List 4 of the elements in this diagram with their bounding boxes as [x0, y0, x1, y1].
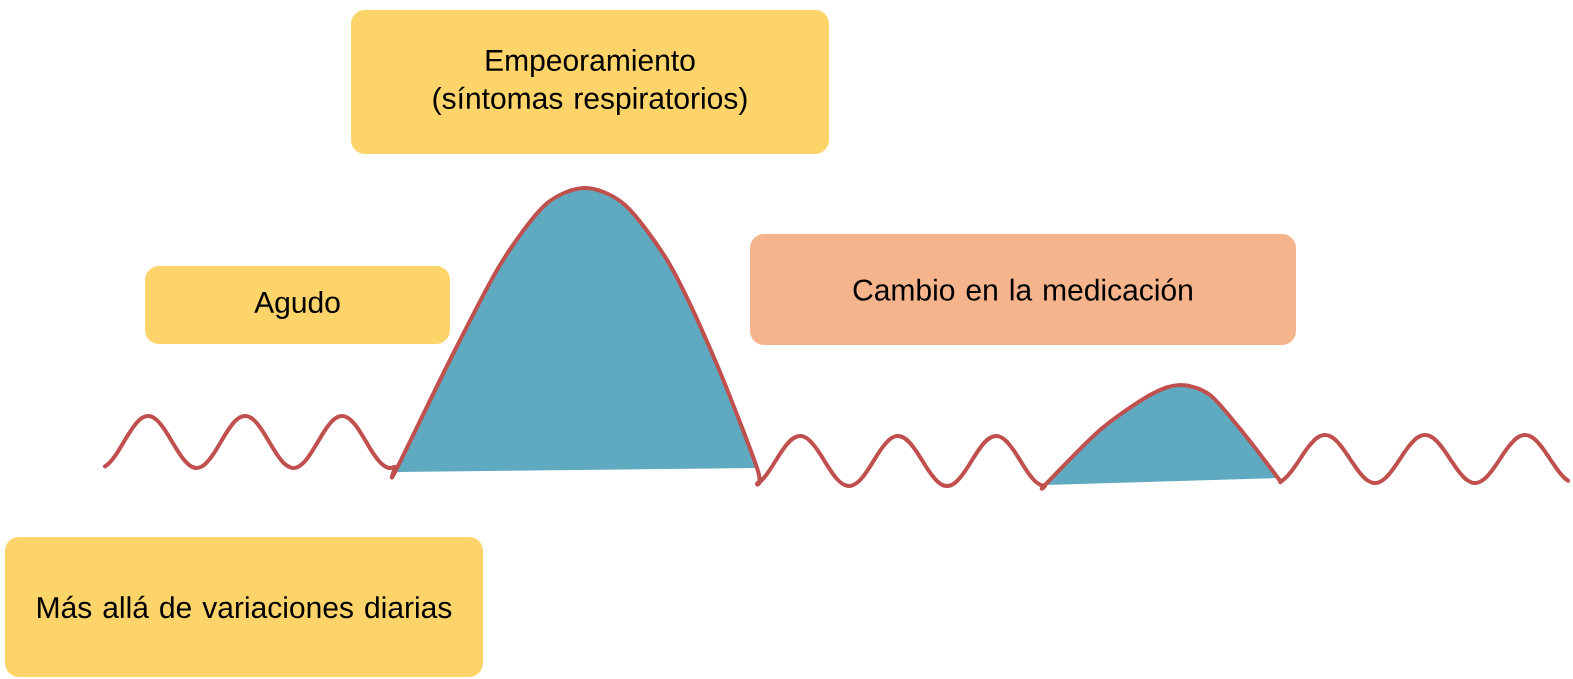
- text-box: Empeoramiento (síntomas respiratorios): [351, 10, 829, 154]
- text-box: Cambio en la medicación: [750, 234, 1296, 345]
- text-box: Más allá de variaciones diarias: [5, 537, 483, 677]
- text-box: Agudo: [145, 266, 450, 344]
